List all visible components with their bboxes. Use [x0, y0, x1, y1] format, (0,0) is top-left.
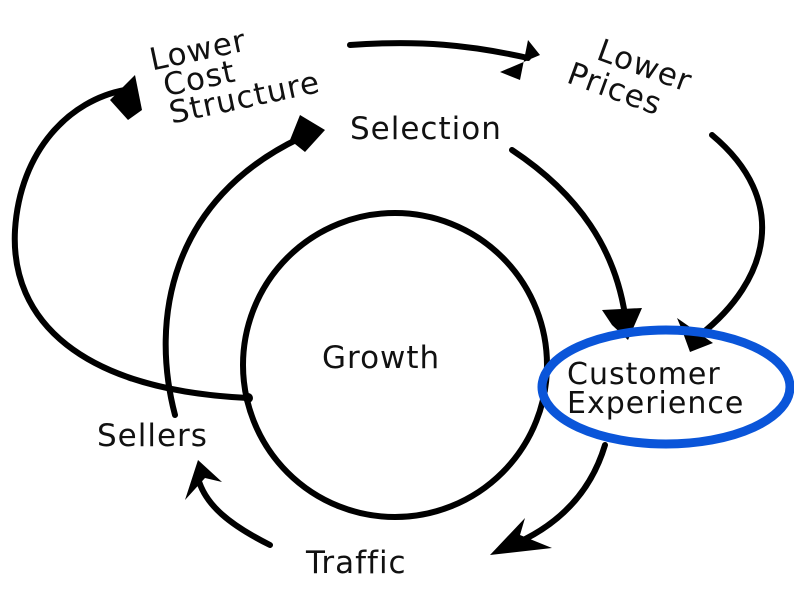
edge-cost-to-prices	[347, 40, 531, 61]
arrowhead-growth-to-cost	[110, 75, 142, 120]
node-selection: Selection	[350, 111, 502, 147]
edge-prices-to-experience	[697, 132, 766, 338]
node-lower-prices: Lower Prices	[563, 32, 697, 123]
node-customer-experience: Customer Experience	[567, 357, 744, 421]
junction-dot	[243, 393, 253, 403]
node-growth: Growth	[322, 340, 440, 376]
node-lower-cost-structure: Lower Cost Structure	[146, 23, 323, 132]
node-traffic: Traffic	[305, 545, 407, 581]
edge-sellers-to-selection	[162, 135, 303, 418]
edge-selection-to-experience	[509, 147, 628, 318]
arrowhead-traffic-to-sellers	[185, 460, 222, 500]
edge-traffic-to-sellers	[195, 475, 273, 548]
node-sellers: Sellers	[97, 418, 208, 454]
arrowhead-sellers-to-selection	[290, 115, 325, 152]
customer-experience-line-2: Experience	[567, 386, 744, 421]
arrowhead-experience-to-traffic	[490, 518, 552, 555]
arrowhead-selection-to-experience	[602, 308, 642, 340]
customer-experience-highlight	[537, 325, 794, 449]
customer-experience-line-1: Customer	[567, 357, 721, 392]
arrowhead-cost-to-prices	[500, 40, 540, 80]
edge-growth-to-cost	[11, 87, 251, 401]
